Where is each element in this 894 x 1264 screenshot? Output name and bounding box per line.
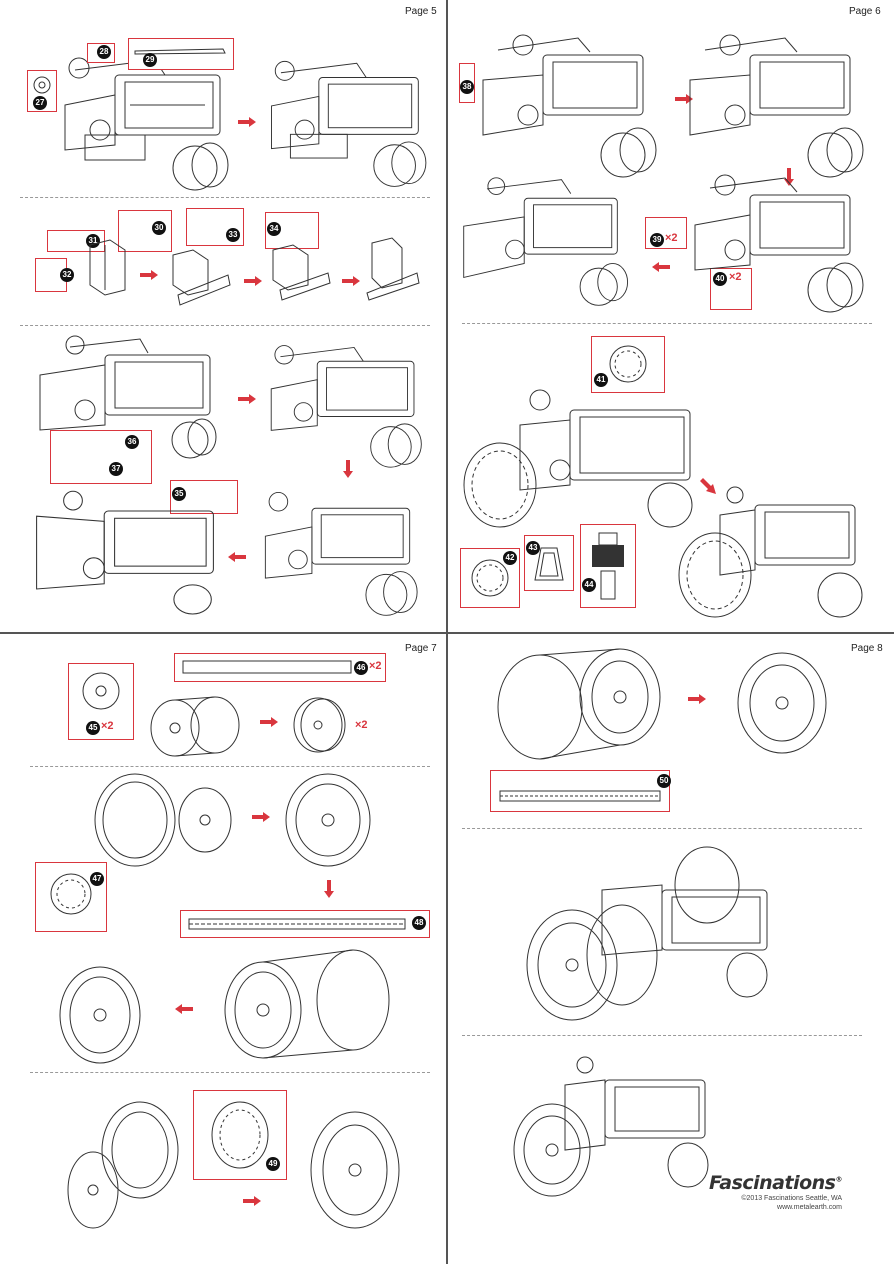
tractor-drawing xyxy=(678,486,863,618)
tractor-drawing xyxy=(513,1056,709,1197)
part-number-36: 36 xyxy=(125,435,139,449)
copyright-text: ©2013 Fascinations Seattle, WA xyxy=(741,1195,842,1202)
tractor-drawing xyxy=(463,389,693,528)
part-number-49: 49 xyxy=(266,1157,280,1171)
wheel-drum xyxy=(293,697,346,753)
tractor-drawing xyxy=(271,60,427,187)
part-number-35: 35 xyxy=(172,487,186,501)
tractor-drawing xyxy=(689,34,864,178)
part-number-28: 28 xyxy=(97,45,111,59)
brand-trademark: ® xyxy=(835,1175,843,1184)
horizontal-divider xyxy=(0,632,894,634)
brand-name: Fascinations xyxy=(708,1172,836,1194)
part-box-41 xyxy=(591,336,665,393)
wheel-band-assembly xyxy=(67,1101,179,1229)
part-box-39 xyxy=(645,217,687,249)
arrow-right xyxy=(688,694,706,704)
step-separator xyxy=(30,1072,430,1073)
wheel-drum-assembly xyxy=(150,696,240,757)
tractor-drawing xyxy=(264,491,418,616)
part-number-37: 37 xyxy=(109,462,123,476)
arrow-down xyxy=(324,880,334,898)
part-number-41: 41 xyxy=(594,373,608,387)
arrow-down xyxy=(784,168,794,186)
part-box-48 xyxy=(180,910,430,938)
arrow-down xyxy=(343,460,353,478)
arrow-left xyxy=(652,262,670,272)
tractor-drawing xyxy=(526,846,768,1021)
part-number-30: 30 xyxy=(152,221,166,235)
step-separator xyxy=(20,197,430,198)
part-number-50: 50 xyxy=(657,774,671,788)
page-8-label: Page 8 xyxy=(851,643,883,654)
part-box-50 xyxy=(490,770,670,812)
step-separator xyxy=(462,323,872,324)
arrow-right xyxy=(140,270,158,280)
page-6-label: Page 6 xyxy=(849,6,881,17)
multiplier-39: ×2 xyxy=(665,232,678,244)
wheel-band-assembly xyxy=(497,648,661,760)
page-5-label: Page 5 xyxy=(405,6,437,17)
assembly-bracket xyxy=(89,239,126,296)
tractor-drawing xyxy=(694,174,864,313)
part-box-44 xyxy=(580,524,636,608)
arrow-right xyxy=(252,812,270,822)
part-number-40: 40 xyxy=(713,272,727,286)
tractor-drawing xyxy=(36,490,214,615)
part-number-32: 32 xyxy=(60,268,74,282)
arrow-right xyxy=(260,717,278,727)
tractor-drawing xyxy=(270,345,422,468)
part-number-45: 45 xyxy=(86,721,100,735)
arrow-right xyxy=(238,394,256,404)
part-box-45 xyxy=(68,663,134,740)
assembly-bracket xyxy=(172,249,231,306)
part-number-38: 38 xyxy=(460,80,474,94)
wheel-band-assembly xyxy=(224,949,390,1059)
arrow-down-right xyxy=(700,478,716,494)
arrow-right xyxy=(342,276,360,286)
part-number-27: 27 xyxy=(33,96,47,110)
tread-wheel xyxy=(59,966,141,1064)
step-separator xyxy=(462,1035,862,1036)
arrow-left xyxy=(228,552,246,562)
multiplier-46: ×2 xyxy=(369,660,382,672)
arrow-right xyxy=(244,276,262,286)
part-number-34: 34 xyxy=(267,222,281,236)
multiplier-45: ×2 xyxy=(101,720,114,732)
tractor-drawing xyxy=(463,177,629,306)
part-number-39: 39 xyxy=(650,233,664,247)
part-number-31: 31 xyxy=(86,234,100,248)
tread-wheel xyxy=(285,773,371,867)
part-number-47: 47 xyxy=(90,872,104,886)
tractor-drawing xyxy=(64,57,229,191)
part-number-46: 46 xyxy=(354,661,368,675)
part-number-43: 43 xyxy=(526,541,540,555)
part-number-29: 29 xyxy=(143,53,157,67)
assembly-bracket xyxy=(366,237,420,301)
arrow-right xyxy=(243,1196,261,1206)
website-text: www.metalearth.com xyxy=(777,1204,842,1211)
part-box-29 xyxy=(128,38,234,70)
tread-wheel xyxy=(737,652,827,754)
arrow-left xyxy=(175,1004,193,1014)
multiplier-40: ×2 xyxy=(729,271,742,283)
part-number-33: 33 xyxy=(226,228,240,242)
arrow-right xyxy=(675,94,693,104)
tractor-drawing xyxy=(39,335,217,459)
tractor-drawing xyxy=(482,34,657,178)
multiplier-wheel: ×2 xyxy=(355,719,368,731)
part-number-42: 42 xyxy=(503,551,517,565)
page-7-label: Page 7 xyxy=(405,643,437,654)
tread-ring-assembly xyxy=(94,773,232,867)
assembly-bracket xyxy=(272,244,331,301)
step-separator xyxy=(30,766,430,767)
part-box-46 xyxy=(174,653,386,682)
part-number-44: 44 xyxy=(582,578,596,592)
fascinations-logo: Fascinations® ©2013 Fascinations Seattle… xyxy=(708,1172,843,1212)
tread-wheel xyxy=(310,1111,400,1229)
step-separator xyxy=(462,828,862,829)
arrow-right xyxy=(238,117,256,127)
part-number-48: 48 xyxy=(412,916,426,930)
step-separator xyxy=(20,325,430,326)
